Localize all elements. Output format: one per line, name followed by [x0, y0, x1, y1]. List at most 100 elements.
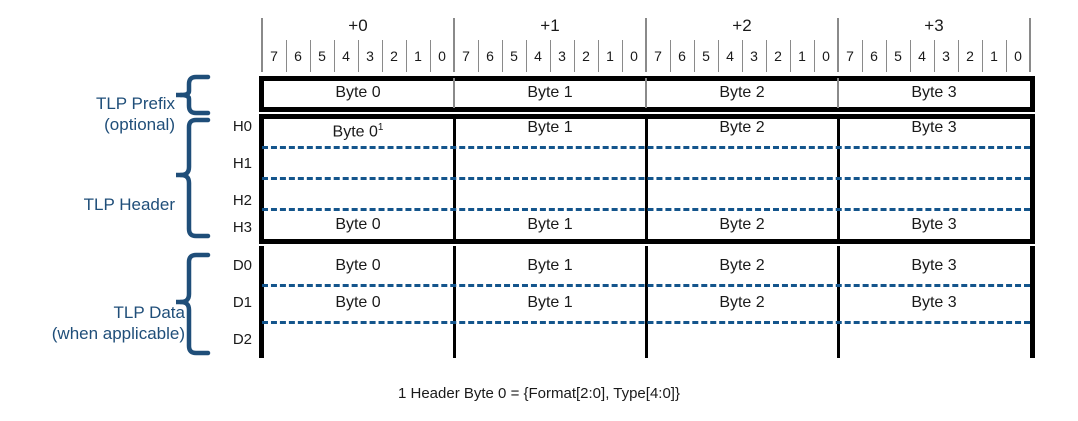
- bit-label-3-4: 4: [918, 48, 926, 64]
- header-cell-h3-byte0: Byte 0: [335, 216, 381, 233]
- bit-label-3-2: 2: [966, 48, 974, 64]
- header-cell-h3-byte2: Byte 2: [719, 216, 765, 233]
- data-cell-d1-byte3: Byte 3: [911, 294, 957, 311]
- byte-boundary-tick: [261, 18, 263, 72]
- bit-tick: [742, 40, 743, 72]
- bit-label-1-4: 4: [534, 48, 542, 64]
- byte-boundary-tick: [645, 18, 647, 72]
- prefix-right-border: [1030, 76, 1035, 112]
- prefix-byte-divider: [645, 78, 647, 108]
- data-row-divider-d0-d1: [262, 284, 1030, 287]
- bit-tick: [718, 40, 719, 72]
- prefix-byte-divider: [837, 78, 839, 108]
- bit-label-0-0: 0: [438, 48, 446, 64]
- bit-label-0-5: 5: [318, 48, 326, 64]
- data-cell-d0-byte0: Byte 0: [335, 257, 381, 274]
- header-cell-h3-byte1: Byte 1: [527, 216, 573, 233]
- footnote-marker: 1: [377, 122, 384, 133]
- bit-tick: [886, 40, 887, 72]
- bit-label-2-1: 1: [798, 48, 806, 64]
- bit-tick: [574, 40, 575, 72]
- bit-label-1-5: 5: [510, 48, 518, 64]
- bit-tick: [934, 40, 935, 72]
- bit-label-2-3: 3: [750, 48, 758, 64]
- bit-tick: [382, 40, 383, 72]
- bit-label-3-6: 6: [870, 48, 878, 64]
- group-label-line1: TLP Header: [83, 195, 175, 214]
- bit-tick: [982, 40, 983, 72]
- bit-tick: [598, 40, 599, 72]
- data-cell-d1-byte0: Byte 0: [335, 294, 381, 311]
- bit-tick: [430, 40, 431, 72]
- header-cell-h0-byte1: Byte 1: [527, 119, 573, 136]
- prefix-cell-byte1: Byte 1: [527, 84, 573, 101]
- bit-label-2-2: 2: [774, 48, 782, 64]
- bit-tick: [310, 40, 311, 72]
- data-row-divider-d1-d2: [262, 321, 1030, 324]
- bit-tick: [670, 40, 671, 72]
- data-cell-d1-byte2: Byte 2: [719, 294, 765, 311]
- byte-offset-label-2: +2: [732, 16, 752, 35]
- header-row-divider-h0-h1: [262, 146, 1030, 149]
- group-label-line1: TLP Data: [113, 303, 185, 322]
- bit-tick: [526, 40, 527, 72]
- bit-label-0-3: 3: [366, 48, 374, 64]
- group-label-line1: TLP Prefix: [95, 94, 175, 113]
- row-id-h3: H3: [232, 219, 252, 236]
- brace-tlp-data: [176, 252, 211, 356]
- bit-label-3-0: 0: [1014, 48, 1022, 64]
- group-label-line2: (when applicable): [51, 324, 185, 343]
- bit-tick: [814, 40, 815, 72]
- data-cell-d0-byte2: Byte 2: [719, 257, 765, 274]
- bit-label-2-5: 5: [702, 48, 710, 64]
- bit-tick: [790, 40, 791, 72]
- data-cell-d0-byte1: Byte 1: [527, 257, 573, 274]
- bit-label-1-6: 6: [486, 48, 494, 64]
- bit-label-2-4: 4: [726, 48, 734, 64]
- row-id-h0: H0: [232, 118, 252, 135]
- brace-tlp-header: [176, 117, 211, 239]
- row-id-h2: H2: [232, 192, 252, 209]
- brace-tlp-prefix: [176, 74, 211, 116]
- bit-tick: [910, 40, 911, 72]
- bit-label-1-1: 1: [606, 48, 614, 64]
- bit-label-0-4: 4: [342, 48, 350, 64]
- bit-tick: [862, 40, 863, 72]
- prefix-cell-byte3: Byte 3: [911, 84, 957, 101]
- header-left-border: [259, 114, 264, 244]
- prefix-cell-byte2: Byte 2: [719, 84, 765, 101]
- bit-label-2-6: 6: [678, 48, 686, 64]
- bit-tick: [358, 40, 359, 72]
- header-row-divider-h1-h2: [262, 177, 1030, 180]
- bit-tick: [406, 40, 407, 72]
- bit-label-3-5: 5: [894, 48, 902, 64]
- byte-grid: +0 +1 +2 +3 7 6 5 4 3 2 1 0 7 6 5 4 3 2 …: [259, 8, 1035, 358]
- group-label-line2: (optional): [104, 115, 175, 134]
- bit-tick: [1006, 40, 1007, 72]
- bit-tick: [478, 40, 479, 72]
- row-id-d0: D0: [232, 257, 252, 274]
- bit-label-0-1: 1: [414, 48, 422, 64]
- row-id-h1: H1: [232, 155, 252, 172]
- byte-offset-label-0: +0: [348, 16, 368, 35]
- bit-tick: [286, 40, 287, 72]
- header-cell-h3-byte3: Byte 3: [911, 216, 957, 233]
- bit-tick: [550, 40, 551, 72]
- bit-label-0-7: 7: [270, 48, 278, 64]
- data-left-border: [259, 246, 264, 358]
- bit-label-3-7: 7: [846, 48, 854, 64]
- bit-tick: [694, 40, 695, 72]
- bit-label-1-2: 2: [582, 48, 590, 64]
- row-id-d2: D2: [232, 331, 252, 348]
- data-byte-divider: [453, 246, 456, 358]
- data-byte-divider: [645, 246, 648, 358]
- bit-label-3-1: 1: [990, 48, 998, 64]
- group-label-tlp-prefix: TLP Prefix (optional): [10, 72, 175, 156]
- prefix-bottom-border: [259, 107, 1035, 112]
- data-cell-d1-byte1: Byte 1: [527, 294, 573, 311]
- prefix-top-border: [259, 76, 1035, 81]
- header-cell-h0-byte2: Byte 2: [719, 119, 765, 136]
- cell-text: Byte 0: [332, 123, 378, 141]
- bit-label-1-0: 0: [630, 48, 638, 64]
